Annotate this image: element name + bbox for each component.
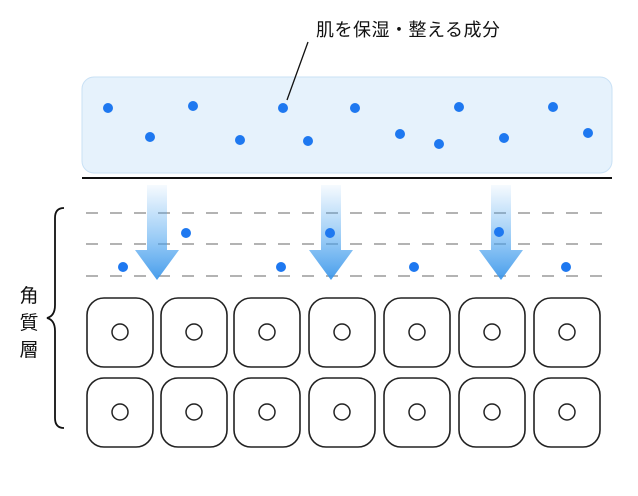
stratum-char-2: 質 xyxy=(19,312,39,334)
cell-nucleus xyxy=(483,323,501,341)
ingredient-dot xyxy=(145,132,155,142)
ingredient-dot xyxy=(303,136,313,146)
cell-nucleus xyxy=(185,323,203,341)
ingredient-dot xyxy=(454,102,464,112)
ingredient-dot xyxy=(188,101,198,111)
cell-nucleus xyxy=(333,403,351,421)
cell-nucleus xyxy=(111,323,129,341)
cell-nucleus xyxy=(185,403,203,421)
ingredient-dot xyxy=(276,262,286,272)
cell-nucleus xyxy=(483,403,501,421)
cell-nucleus xyxy=(558,403,576,421)
cell-nucleus xyxy=(558,323,576,341)
ingredient-dot xyxy=(548,102,558,112)
label-leader-line xyxy=(286,41,309,101)
ingredient-dot xyxy=(409,262,419,272)
ingredient-dot xyxy=(278,103,288,113)
ingredient-dot xyxy=(499,133,509,143)
cell-nucleus xyxy=(258,403,276,421)
ingredient-dot xyxy=(494,227,504,237)
ingredient-dot xyxy=(350,103,360,113)
stratum-corneum-label: 角 質 層 xyxy=(17,283,41,364)
ingredient-band xyxy=(81,76,613,174)
stratum-char-1: 角 xyxy=(19,285,39,307)
cell-nucleus xyxy=(258,323,276,341)
ingredient-dot xyxy=(434,139,444,149)
ingredient-dot xyxy=(583,128,593,138)
penetration-arrow xyxy=(135,185,179,280)
cell-nucleus xyxy=(111,403,129,421)
ingredient-dot xyxy=(395,129,405,139)
ingredient-dot xyxy=(325,228,335,238)
cell-nucleus xyxy=(408,403,426,421)
ingredient-dot xyxy=(118,262,128,272)
cell-nucleus xyxy=(408,323,426,341)
ingredient-label: 肌を保湿・整える成分 xyxy=(316,20,501,41)
stratum-char-3: 層 xyxy=(19,339,39,361)
ingredient-dot xyxy=(103,103,113,113)
ingredient-dot xyxy=(561,262,571,272)
cell-nucleus xyxy=(333,323,351,341)
layer-brace xyxy=(46,207,65,429)
ingredient-dot xyxy=(235,135,245,145)
ingredient-dot xyxy=(181,228,191,238)
